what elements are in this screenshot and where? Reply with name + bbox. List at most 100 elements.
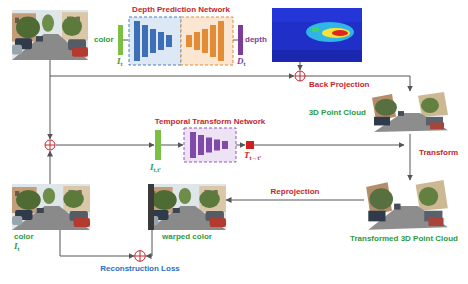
warped-image: [148, 184, 226, 230]
plus-symbol: [134, 250, 146, 262]
transform-output: [246, 141, 254, 149]
image-box: warped color: [148, 184, 226, 230]
subscript: t,t': [154, 167, 161, 174]
edge-label: Transform: [418, 148, 459, 157]
transformed-point-cloud: [366, 180, 448, 230]
flow-line: [50, 151, 51, 184]
plus-symbol: [295, 71, 305, 81]
network-illustration: [210, 25, 216, 57]
network-illustration: [222, 141, 228, 149]
plus-symbol: [45, 140, 55, 150]
point-cloud: [372, 92, 448, 132]
network-illustration: [134, 21, 140, 61]
network-illustration: [142, 25, 148, 57]
flow-line: [300, 62, 301, 70]
connector: [410, 134, 411, 180]
depth-map: [332, 30, 348, 36]
depth-map: [312, 27, 319, 32]
network-illustration: [166, 35, 172, 47]
depth-bar: [238, 25, 243, 55]
connector: [60, 230, 134, 256]
transformed-point-cloud: [366, 180, 448, 230]
network-illustration: [186, 35, 192, 47]
depth-map: [306, 22, 354, 42]
flow-line: [50, 76, 294, 77]
network-illustration: [158, 32, 164, 50]
annotation-label: T: [244, 150, 250, 160]
depth-bar: [238, 25, 243, 55]
transform-output: [246, 141, 254, 149]
input-image: [12, 10, 88, 60]
subscript: t: [244, 61, 246, 68]
depth-map: [272, 8, 362, 62]
node-label: Transformed 3D Point Cloud: [350, 234, 458, 243]
flow-line: [50, 40, 410, 184]
flow-line: [56, 145, 154, 146]
node-label: Temporal Transform Network: [155, 117, 266, 126]
flow-line: [305, 76, 410, 91]
network-illustration: [184, 128, 236, 162]
loss-node: Reconstruction Loss: [134, 250, 146, 262]
annotation-label: D: [237, 56, 244, 66]
flow-line: [254, 145, 404, 146]
network-illustration: [194, 32, 200, 50]
flow-line: [233, 40, 238, 41]
flow-line: [123, 40, 128, 41]
annotation-label: I: [14, 241, 18, 251]
plus-symbol: [300, 71, 301, 81]
network-illustration: [202, 29, 208, 53]
plus-symbol: [140, 251, 141, 262]
warped-image: [148, 184, 154, 230]
network-box: Temporal Transform Network: [184, 128, 236, 162]
color-image: [12, 184, 90, 230]
network-illustration: [190, 132, 196, 158]
flow-line: [50, 60, 51, 139]
point-cloud-box: Transformed 3D Point Cloud: [364, 180, 450, 232]
point-cloud-box: 3D Point Cloud: [370, 92, 450, 134]
feature-bar: [118, 25, 123, 55]
feature-bar: [155, 130, 161, 160]
plus-symbol: [295, 71, 305, 81]
annotation-label: Back Projection: [309, 80, 369, 89]
connector: [226, 200, 364, 201]
feature-bar: [155, 130, 161, 160]
subscript: t: [121, 61, 123, 68]
network-illustration: [150, 29, 156, 53]
network-illustration: [129, 17, 181, 65]
depth-map: [272, 8, 362, 22]
input-image: [12, 10, 88, 60]
edge-label: Reprojection: [270, 187, 321, 196]
point-cloud: [372, 92, 448, 132]
network-illustration: [198, 135, 204, 155]
node-label: Depth Prediction Network: [132, 5, 230, 14]
color-image: [12, 184, 90, 230]
node-label: warped color: [162, 232, 212, 241]
depth-map: [272, 8, 362, 62]
plus-symbol: [45, 140, 55, 150]
connector: [146, 230, 152, 256]
network-illustration: [181, 17, 233, 65]
node-label: Reconstruction Loss: [100, 264, 180, 273]
annotation-label: I: [150, 162, 154, 172]
network-illustration: [214, 140, 220, 151]
network-illustration: [129, 17, 233, 65]
node-label: 3D Point Cloud: [309, 108, 366, 117]
image-box: color: [12, 184, 90, 230]
flow-line: [236, 145, 245, 146]
subscript: t: [18, 246, 20, 253]
network-illustration: [206, 138, 212, 153]
depth-map: [272, 50, 362, 62]
plus-symbol: [50, 140, 51, 150]
network-box: Depth Prediction Network: [128, 16, 234, 66]
annotation-label: color: [94, 35, 114, 44]
network-illustration: [218, 21, 224, 61]
plus-symbol: [135, 251, 146, 262]
node-label: color: [14, 232, 34, 241]
flow-line: [161, 145, 183, 146]
subscript: t→t': [250, 155, 261, 162]
network-illustration: [184, 128, 236, 162]
warped-image: [148, 184, 226, 230]
feature-bar: [118, 25, 123, 55]
annotation-label: depth: [245, 35, 267, 44]
